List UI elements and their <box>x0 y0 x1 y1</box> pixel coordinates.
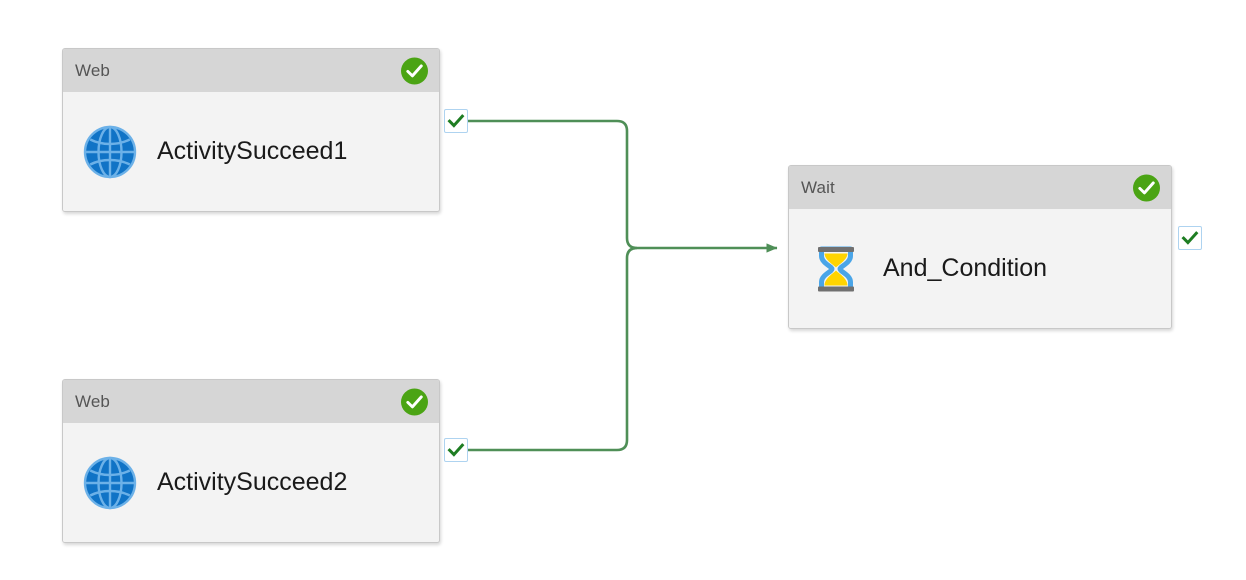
activity-node-and-condition[interactable]: Wait And_Condition <box>788 165 1172 329</box>
success-dependency-icon <box>1181 231 1199 245</box>
globe-icon <box>81 454 139 512</box>
output-port-activitysucceed2[interactable] <box>444 438 468 462</box>
node-type-label: Web <box>75 392 110 411</box>
node-name-label: And_Condition <box>883 253 1048 282</box>
node-type-label: Wait <box>801 178 835 197</box>
node-type-label: Web <box>75 61 110 80</box>
success-check-icon <box>401 57 428 84</box>
success-dependency-icon <box>447 443 465 457</box>
node-body: ActivitySucceed1 <box>63 92 439 211</box>
node-name-label: ActivitySucceed1 <box>157 136 348 165</box>
node-header: Web <box>63 49 439 92</box>
node-name-label: ActivitySucceed2 <box>157 467 348 496</box>
output-port-and-condition[interactable] <box>1178 226 1202 250</box>
success-dependency-icon <box>447 114 465 128</box>
globe-icon <box>81 123 139 181</box>
success-check-icon <box>401 388 428 415</box>
node-body: And_Condition <box>789 209 1171 328</box>
success-check-icon <box>1133 174 1160 201</box>
node-header: Wait <box>789 166 1171 209</box>
output-port-activitysucceed1[interactable] <box>444 109 468 133</box>
hourglass-icon <box>807 240 865 298</box>
node-header: Web <box>63 380 439 423</box>
edge-succeed2-to-and-condition[interactable] <box>468 246 638 452</box>
activity-node-activitysucceed1[interactable]: Web <box>62 48 440 212</box>
activity-node-activitysucceed2[interactable]: Web <box>62 379 440 543</box>
edge-succeed1-to-and-condition[interactable] <box>468 119 778 253</box>
node-body: ActivitySucceed2 <box>63 423 439 542</box>
